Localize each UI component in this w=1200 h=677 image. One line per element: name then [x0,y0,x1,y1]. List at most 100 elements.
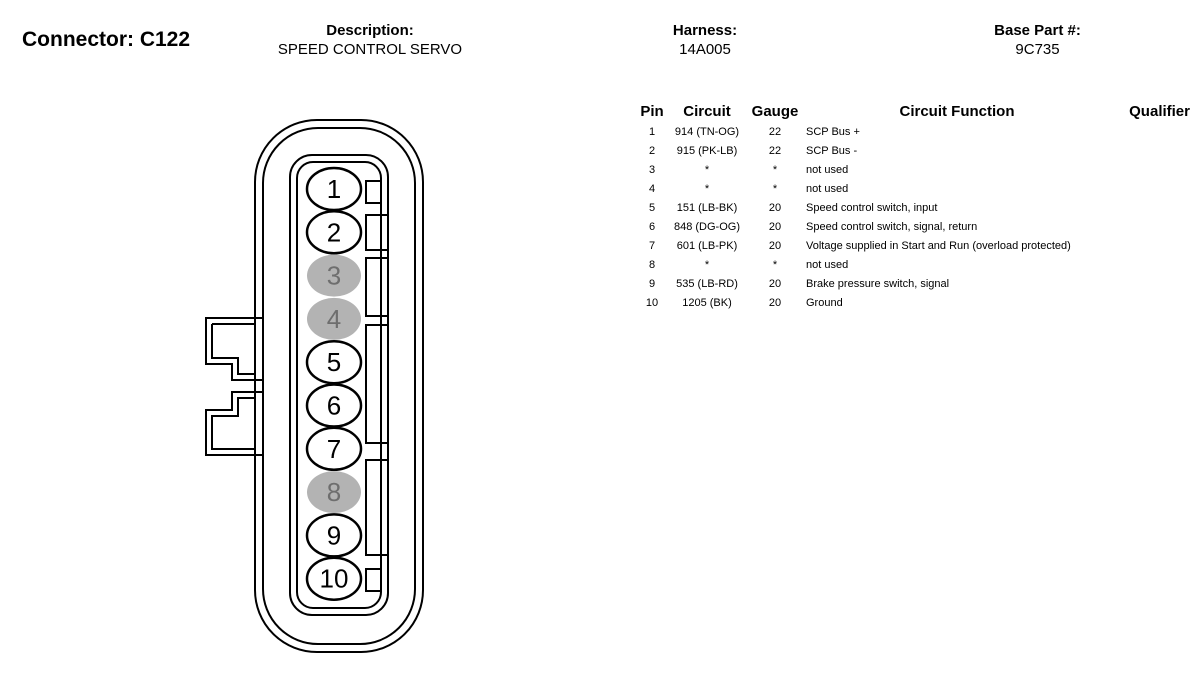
pin-circle [305,513,363,558]
pin-cell: 1 [648,125,656,138]
qualifier-cell [1110,236,1190,255]
key-slot-2 [365,214,389,251]
qualifier-cell [1110,160,1190,179]
gauge-cell: * [772,182,778,195]
table-row: 8**not used [636,255,1190,274]
connector-diagram: 1 2 3 4 5 6 7 8 9 10 [205,119,424,653]
circuit-cell: 151 (LB-BK) [676,201,738,214]
pin-circle [305,166,363,212]
qualifier-cell [1110,141,1190,160]
circuit-cell: * [704,163,710,176]
key-slot-6 [365,568,382,592]
function-cell: SCP Bus - [806,144,858,157]
pin-circle [307,297,361,340]
col-pin: Pin [640,102,664,120]
circuit-cell: 914 (TN-OG) [674,125,740,138]
gauge-cell: * [772,163,778,176]
pin-7: 7 [305,426,363,472]
pin-number: 6 [327,391,341,421]
housing-outer-outline-inner [262,127,416,645]
gauge-cell: 22 [768,144,782,157]
gauge-cell: * [772,258,778,271]
pin-cell: 8 [648,258,656,271]
pin-circle [305,339,363,385]
pin-1: 1 [305,166,363,212]
qualifier-cell [1110,122,1190,141]
function-cell: SCP Bus + [806,125,860,138]
base-part-block: Base Part #: 9C735 [965,22,1110,60]
key-slot-3 [365,257,389,317]
qualifier-cell [1110,179,1190,198]
function-cell: Voltage supplied in Start and Run (overl… [806,239,1071,252]
circuit-cell: 535 (LB-RD) [676,277,738,290]
pin-number: 5 [327,347,341,377]
pin-circle [305,383,363,428]
pin-2: 2 [305,210,363,255]
pin-circle [305,210,363,255]
circuit-cell: 601 (LB-PK) [676,239,738,252]
pin-3: 3 [307,254,361,297]
function-cell: Brake pressure switch, signal [806,277,950,290]
pin-cell: 2 [648,144,656,157]
pin-circle [305,556,363,601]
pin-9: 9 [305,513,363,558]
harness-value: 14A005 [679,41,731,58]
pin-4: 4 [307,297,361,340]
pinout-table: Pin Circuit Gauge Circuit Function Quali… [636,100,1190,312]
col-qualifier: Qualifier [1129,102,1190,120]
function-cell: Speed control switch, signal, return [806,220,978,233]
pin-6: 6 [305,383,363,428]
pin-circle [307,471,361,514]
qualifier-cell [1110,274,1190,293]
base-part-value: 9C735 [1015,41,1060,58]
col-gauge: Gauge [751,102,799,120]
circuit-cell: * [704,182,710,195]
pin-number: 3 [327,261,341,291]
harness-label: Harness: [672,22,738,39]
col-circuit: Circuit [683,102,731,120]
housing-outer-outline [254,119,424,653]
pin-cell: 5 [648,201,656,214]
base-part-label: Base Part #: [994,22,1081,39]
qualifier-cell [1110,255,1190,274]
gauge-cell: 22 [768,125,782,138]
pin-number: 8 [327,477,341,507]
qualifier-cell [1110,198,1190,217]
circuit-cell: * [704,258,710,271]
function-cell: Speed control switch, input [806,201,938,214]
qualifier-cell [1110,293,1190,312]
pin-cell: 6 [648,220,656,233]
key-slot-1 [365,180,382,204]
pin-5: 5 [305,339,363,385]
pin-number: 9 [327,520,341,550]
key-slot-5 [365,459,389,556]
table-row: 3**not used [636,160,1190,179]
description-value: SPEED CONTROL SERVO [277,41,463,58]
gauge-cell: 20 [768,296,782,309]
pin-number: 10 [320,564,349,594]
qualifier-cell [1110,217,1190,236]
pin-number: 7 [327,434,341,464]
lower-latch [205,391,264,456]
gauge-cell: 20 [768,201,782,214]
gauge-cell: 20 [768,220,782,233]
pin-circle [307,254,361,297]
pin-circle [305,426,363,472]
pin-cell: 10 [645,296,659,309]
gauge-cell: 20 [768,277,782,290]
pin-number: 2 [327,217,341,247]
harness-block: Harness: 14A005 [640,22,770,60]
pin-cell: 7 [648,239,656,252]
table-row: 7 601 (LB-PK) 20 Voltage supplied in Start … [636,236,1190,255]
pin-cell: 3 [648,163,656,176]
description-label: Description: [326,22,414,39]
function-cell: Ground [806,296,843,309]
pin-number: 4 [327,304,341,334]
pinout-header-row: Pin Circuit Gauge Circuit Function Quali… [636,100,1190,122]
gauge-cell: 20 [768,239,782,252]
pin-cell: 4 [648,182,656,195]
connector-title: Connector: C122 [22,28,191,51]
table-row: 5 151 (LB-BK) 20 Speed control switch, inpu… [636,198,1190,217]
